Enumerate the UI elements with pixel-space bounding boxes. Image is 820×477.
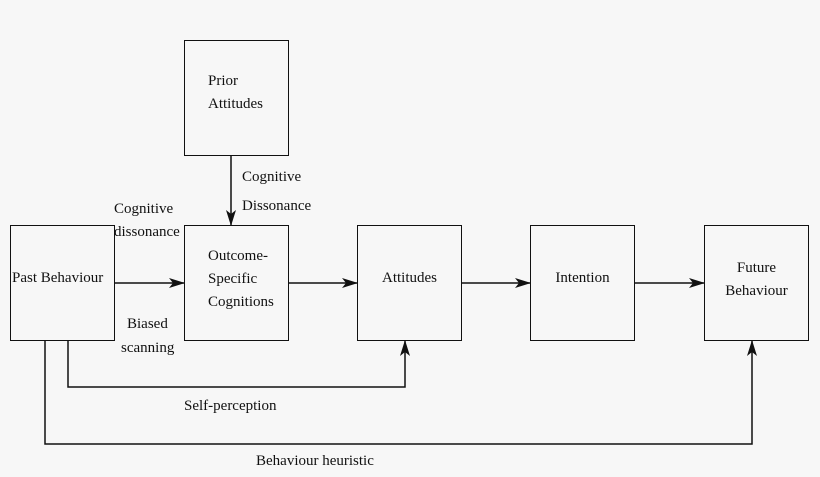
future-line-2: Behaviour <box>725 283 788 299</box>
outcome-line-3: Cognitions <box>208 294 274 310</box>
label-cognitive-dissonance-left: Cognitive dissonance <box>114 198 180 244</box>
attitudes-text: Attitudes <box>382 270 437 286</box>
cd-left-line-1: Cognitive <box>114 201 174 217</box>
node-past-behaviour <box>10 225 115 341</box>
node-attitudes <box>357 225 462 341</box>
prior-attitudes-label: Prior Attitudes <box>208 70 263 116</box>
self-perception-text: Self-perception <box>184 398 277 414</box>
node-prior-attitudes <box>184 40 289 156</box>
outcome-cognitions-label: Outcome- Specific Cognitions <box>208 245 274 314</box>
future-behaviour-label: Future Behaviour <box>704 257 809 303</box>
label-behaviour-heuristic: Behaviour heuristic <box>256 450 374 473</box>
node-intention <box>530 225 635 341</box>
cd-top-line-1: Cognitive <box>242 169 302 185</box>
cd-left-line-2: dissonance <box>114 224 180 240</box>
intention-text: Intention <box>555 270 610 286</box>
cd-top-line-2: Dissonance <box>242 198 312 214</box>
arrow-behaviour-heuristic <box>44 340 757 445</box>
past-behaviour-label: Past Behaviour <box>12 267 103 290</box>
future-line-1: Future <box>736 260 777 276</box>
outcome-line-2: Specific <box>208 271 258 287</box>
node-outcome-cognitions <box>184 225 289 341</box>
arrow-self-perception <box>67 340 410 388</box>
attitudes-label: Attitudes <box>357 267 462 290</box>
biased-line-1: Biased <box>127 316 168 332</box>
node-future-behaviour <box>704 225 809 341</box>
behaviour-heuristic-text: Behaviour heuristic <box>256 453 374 469</box>
label-cognitive-dissonance-top: Cognitive Dissonance <box>242 163 311 221</box>
past-behaviour-text: Past Behaviour <box>12 270 104 286</box>
intention-label: Intention <box>530 267 635 290</box>
outcome-line-1: Outcome- <box>208 248 268 264</box>
prior-attitudes-line-1: Prior <box>208 73 238 89</box>
label-self-perception: Self-perception <box>184 395 276 418</box>
label-biased-scanning: Biased scanning <box>121 312 174 360</box>
prior-attitudes-line-2: Attitudes <box>208 96 263 112</box>
biased-line-2: scanning <box>121 340 175 356</box>
